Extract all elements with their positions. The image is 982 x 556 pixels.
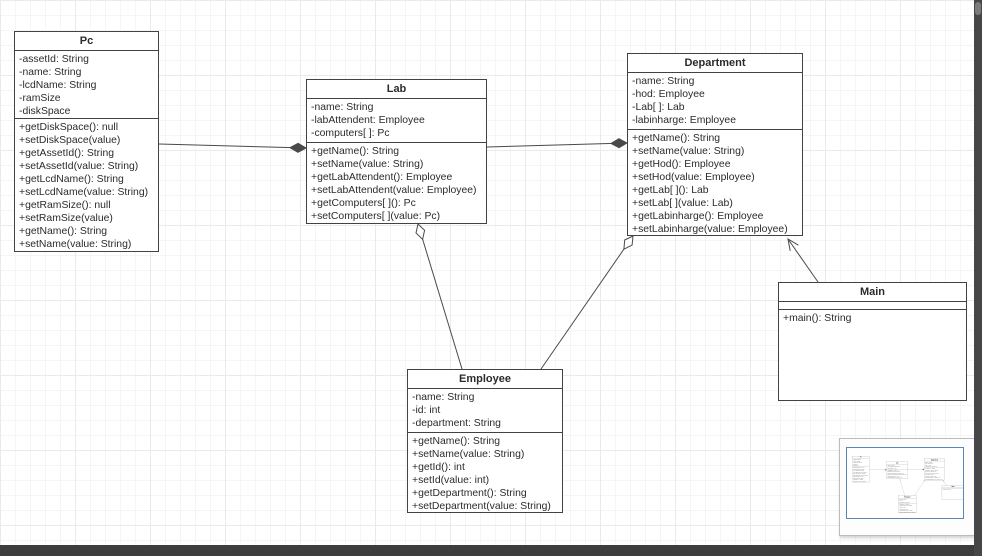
vertical-scrollbar-track[interactable] xyxy=(974,0,982,556)
class-member-row: +getLcdName(): String xyxy=(19,174,124,185)
methods-section: +getName(): String +setName(value: String… xyxy=(628,130,802,235)
class-member-row: +setComputers[ ](value: Pc) xyxy=(311,211,441,222)
class-member-row: +getId(): int xyxy=(412,462,465,473)
class-member-row: +setDepartment(value: String) xyxy=(412,501,551,512)
class-member-row: +getDepartment(): String xyxy=(412,488,527,499)
class-box-lab[interactable]: Lab -name: String -labAttendent: Employee… xyxy=(306,79,487,224)
class-member-row: +setLabinharge(value: Employee) xyxy=(632,224,788,235)
horizontal-scrollbar-track[interactable] xyxy=(0,545,974,556)
class-member-row: +setName(value: String) xyxy=(311,159,424,170)
class-member-row: +setHod(value: Employee) xyxy=(632,172,755,183)
class-member-row: +setName(value: String) xyxy=(19,239,132,250)
class-box-main[interactable]: Main +main(): String xyxy=(778,282,967,401)
attributes-section: -name: String -id: int -department: String xyxy=(408,389,562,433)
class-member-row: +getRamSize(): null xyxy=(19,200,111,211)
class-member-row: -assetId: String xyxy=(19,54,89,65)
class-member-row: +setName(value: String) xyxy=(632,146,745,157)
class-member-row: -name: String xyxy=(19,67,82,78)
class-title: Pc xyxy=(15,32,158,51)
class-member-row: +setId(value: int) xyxy=(412,475,490,486)
class-box-department[interactable]: Department -name: String -hod: Employee -L… xyxy=(627,53,803,236)
class-member-row: -lcdName: String xyxy=(19,80,97,91)
class-member-row: +getName(): String xyxy=(412,436,501,447)
connector-employee-lab[interactable] xyxy=(415,223,463,370)
class-member-row: +setLabAttendent(value: Employee) xyxy=(311,185,477,196)
class-member-row: -hod: Employee xyxy=(632,89,705,100)
class-member-row: +getAssetId(): String xyxy=(19,148,115,159)
class-member-row: +getName(): String xyxy=(311,146,400,157)
attributes-section: -name: String -labAttendent: Employee -com… xyxy=(307,99,486,143)
class-member-row: +setAssetId(value: String) xyxy=(19,161,139,172)
methods-section: +getName(): String +setName(value: String… xyxy=(307,143,486,223)
connector-employee-department[interactable] xyxy=(540,235,634,370)
class-member-row: +setDiskSpace(value) xyxy=(19,135,121,146)
class-title: Department xyxy=(628,54,802,73)
diagram-canvas[interactable]: Pc -assetId: String -name: String -lcdName… xyxy=(0,0,975,545)
attributes-section: -name: String -hod: Employee -Lab[ ]: Lab -… xyxy=(628,73,802,130)
class-member-row: -ramSize xyxy=(19,93,61,104)
connector-lab-department[interactable] xyxy=(486,138,629,149)
class-member-row: +setLab[ ](value: Lab) xyxy=(632,198,733,209)
class-member-row: +getName(): String xyxy=(19,226,108,237)
methods-section: +main(): String xyxy=(779,310,966,400)
class-member-row: +main(): String xyxy=(783,313,852,324)
class-member-row: -Lab[ ]: Lab xyxy=(632,102,685,113)
class-member-row: +getLabinharge(): Employee xyxy=(632,211,764,222)
minimap-content: Pc -assetId: String-name: String-lcdName… xyxy=(851,453,963,518)
class-box-pc[interactable]: Pc -assetId: String -name: String -lcdName… xyxy=(14,31,159,252)
class-member-row: -name: String xyxy=(412,392,475,403)
class-member-row: +setLcdName(value: String) xyxy=(19,187,149,198)
class-member-row: +getName(): String xyxy=(632,133,721,144)
methods-section: +getName(): String +setName(value: String… xyxy=(408,433,562,512)
class-member-row: +setName(value: String) xyxy=(412,449,525,460)
class-member-row: +getComputers[ ](): Pc xyxy=(311,198,416,209)
class-member-row: -diskSpace xyxy=(19,106,71,117)
class-title: Main xyxy=(779,283,966,302)
class-member-row: -name: String xyxy=(632,76,695,87)
class-member-row: +getHod(): Employee xyxy=(632,159,731,170)
class-box-employee[interactable]: Employee -name: String -id: int -departmen… xyxy=(407,369,563,513)
class-member-row: -name: String xyxy=(311,102,374,113)
class-member-row: -department: String xyxy=(412,418,501,429)
class-member-row: -computers[ ]: Pc xyxy=(311,128,390,139)
minimap-viewport[interactable]: Pc -assetId: String-name: String-lcdName… xyxy=(846,447,964,519)
class-title: Lab xyxy=(307,80,486,99)
attributes-section: -assetId: String -name: String -lcdName: S… xyxy=(15,51,158,119)
connector-pc-lab[interactable] xyxy=(158,142,308,153)
attributes-section xyxy=(779,302,966,310)
class-member-row: -labAttendent: Employee xyxy=(311,115,425,126)
class-member-row: +getLab[ ](): Lab xyxy=(632,185,709,196)
connector-main-department[interactable] xyxy=(787,238,819,283)
minimap-panel[interactable]: Pc -assetId: String-name: String-lcdName… xyxy=(839,438,975,536)
methods-section: +getDiskSpace(): null +setDiskSpace(value… xyxy=(15,119,158,251)
class-member-row: -id: int xyxy=(412,405,441,416)
class-member-row: +getDiskSpace(): null xyxy=(19,122,119,133)
diagram-layer: Pc -assetId: String -name: String -lcdName… xyxy=(14,31,967,513)
vertical-scrollbar-thumb[interactable] xyxy=(975,2,981,15)
class-title: Employee xyxy=(408,370,562,389)
class-member-row: -labinharge: Employee xyxy=(632,115,736,126)
diagram-layer: Pc -assetId: String-name: String-lcdName… xyxy=(851,453,963,518)
class-member-row: +setRamSize(value) xyxy=(19,213,113,224)
class-member-row: +getLabAttendent(): Employee xyxy=(311,172,453,183)
